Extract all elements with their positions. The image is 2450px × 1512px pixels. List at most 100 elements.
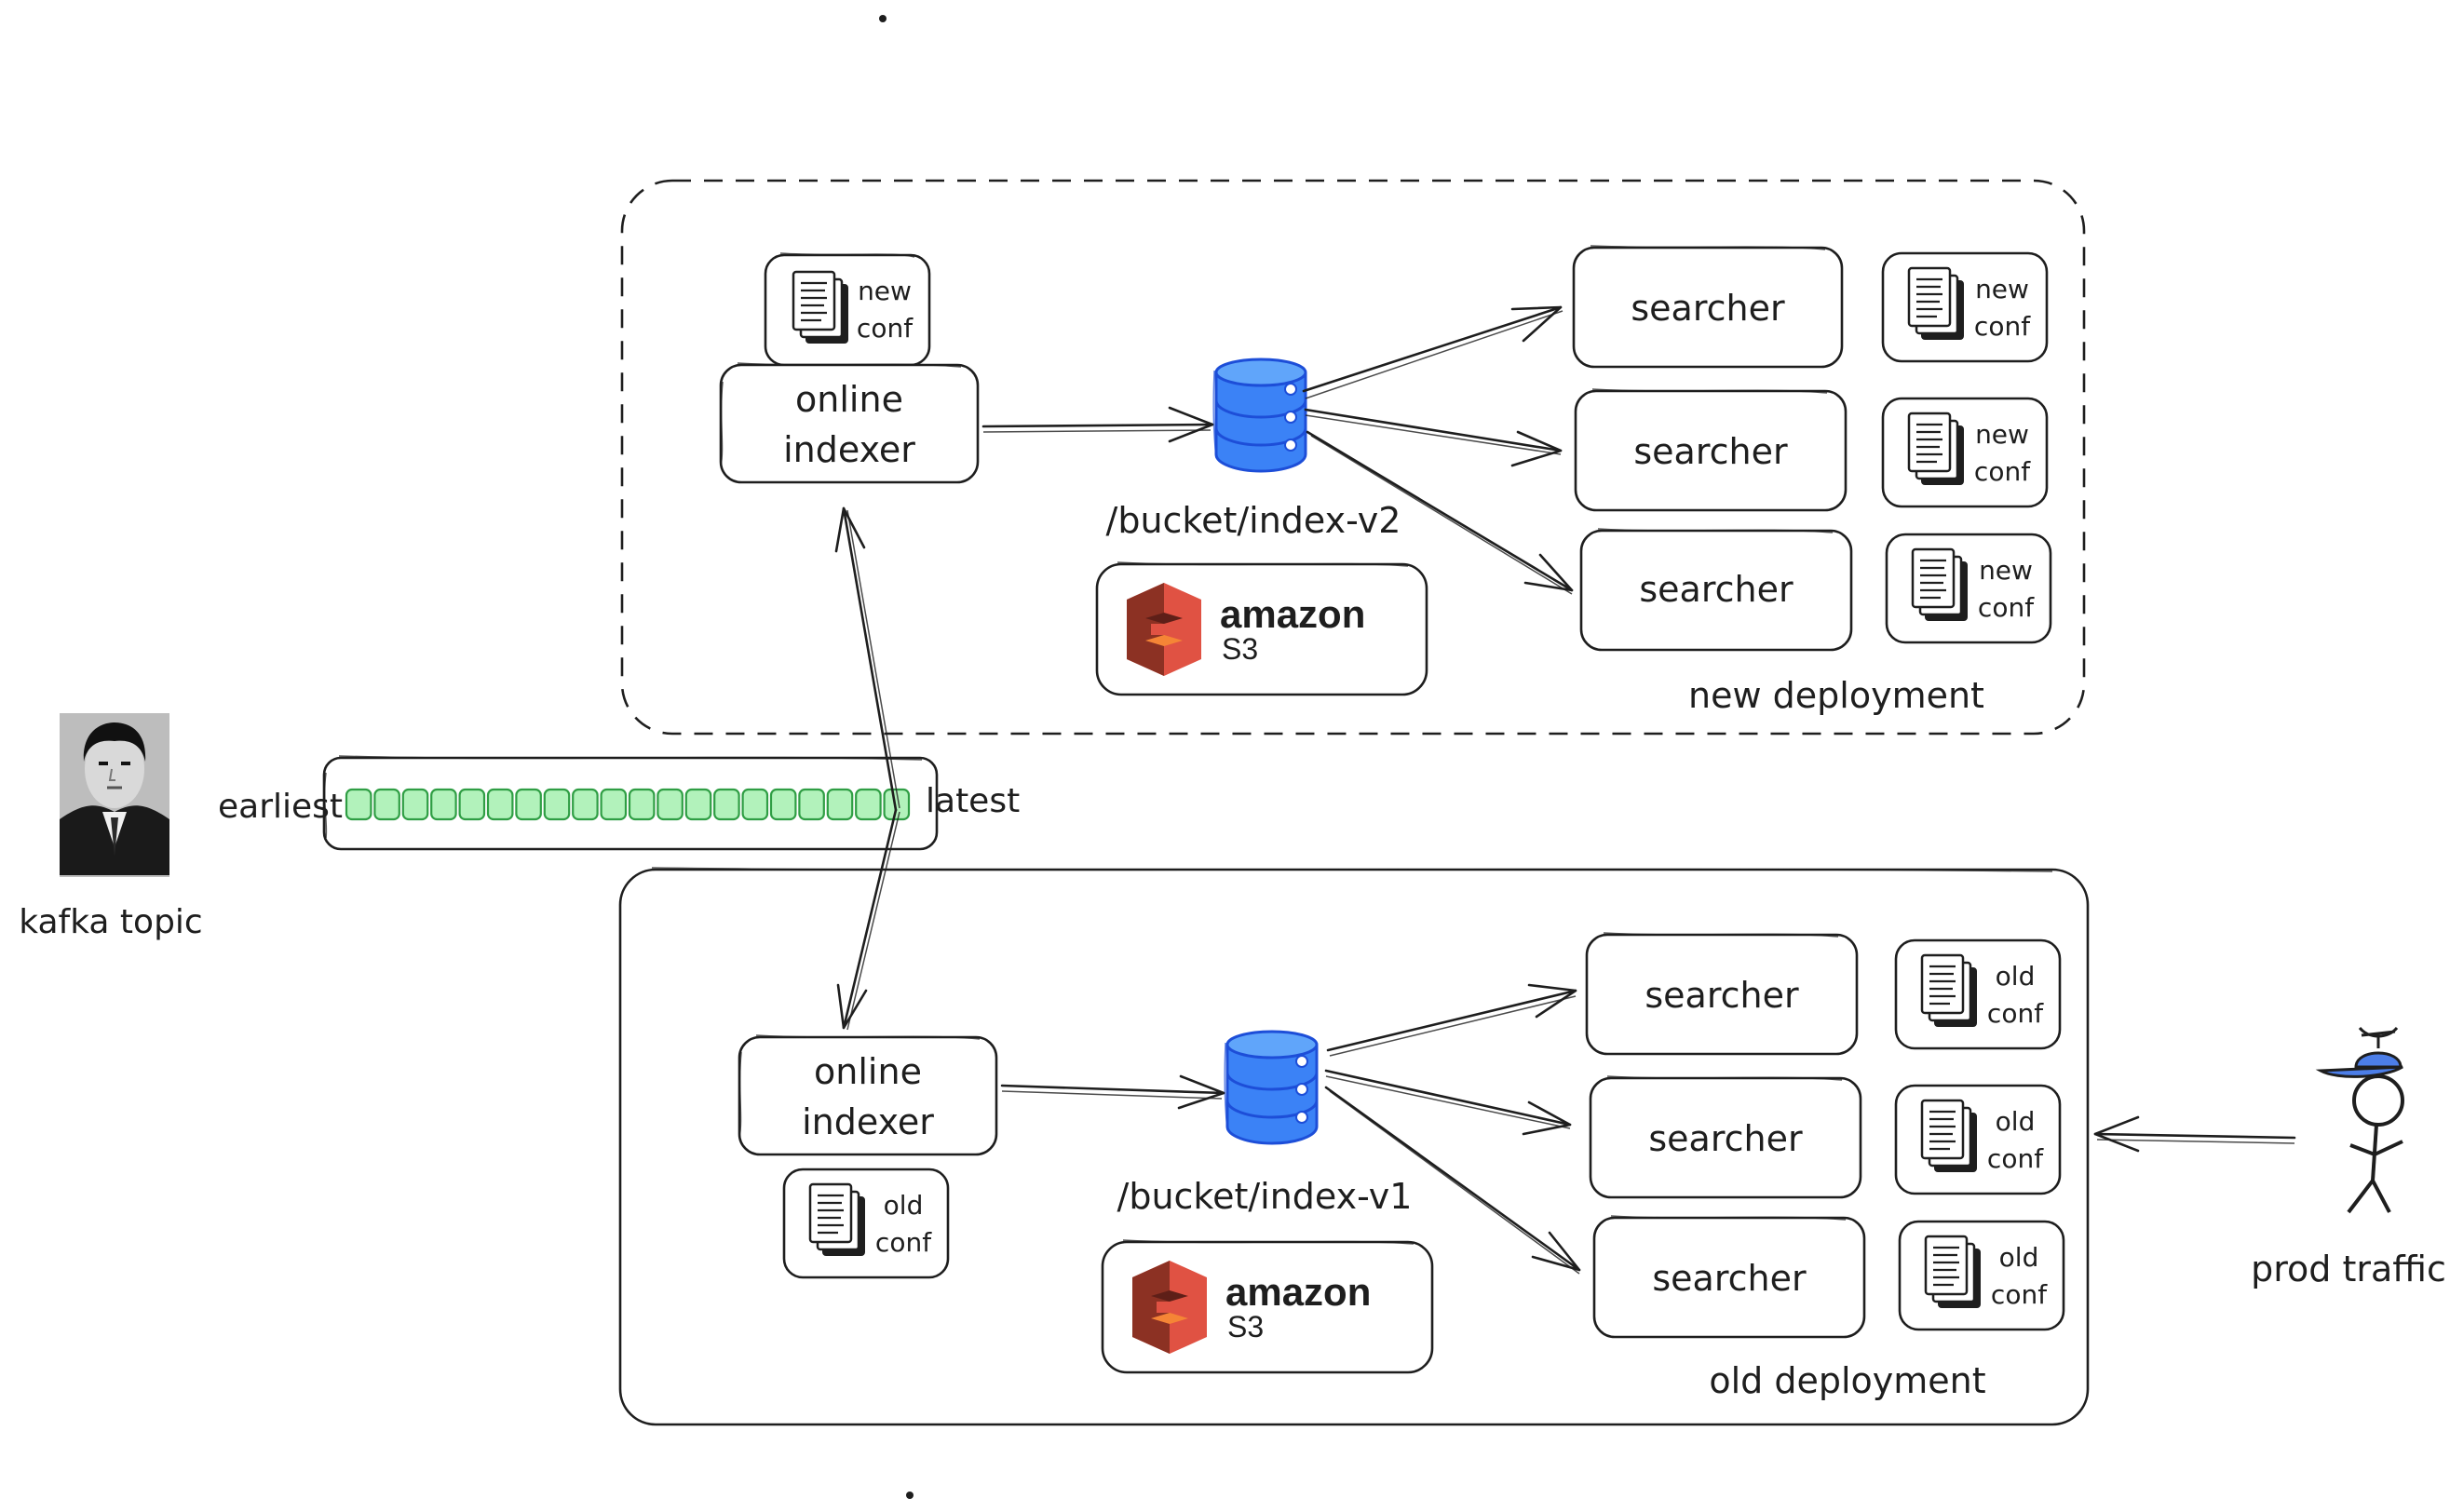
- svg-text:conf: conf: [875, 1227, 932, 1258]
- kafka-topic-group: kafka topic earliest latest: [19, 506, 1020, 1031]
- svg-text:searcher: searcher: [1631, 288, 1785, 329]
- prod-traffic-label: prod traffic: [2251, 1249, 2446, 1289]
- old-searcher-3: searcher: [1592, 1215, 1866, 1339]
- document-stack-icon: [1920, 953, 1978, 1028]
- kafka-message-6: [486, 788, 514, 821]
- document-stack-icon: [1907, 266, 1965, 341]
- svg-text:searcher: searcher: [1645, 975, 1799, 1016]
- new-bucket-to-searcher-3-arrow: [1306, 430, 1574, 595]
- kafka-messages: [345, 788, 911, 821]
- new-searcher-1: searcher: [1572, 245, 1844, 369]
- old-searcher-2-conf: old conf: [1894, 1084, 2062, 1195]
- new-searcher-3: searcher: [1579, 528, 1853, 652]
- document-stack-icon: [808, 1182, 866, 1257]
- svg-text:searcher: searcher: [1648, 1118, 1803, 1159]
- kafka-message-14: [713, 788, 740, 821]
- amazon-s3-logo: [1127, 583, 1201, 676]
- old-deployment-group: old deployment online indexer old conf /…: [618, 867, 2090, 1426]
- decor-dot-top: [879, 15, 887, 22]
- old-online-indexer: online indexer: [738, 1034, 998, 1156]
- svg-text:old: old: [1999, 1242, 2039, 1273]
- kafka-to-old-indexer-arrow: [836, 808, 900, 1031]
- prod-traffic-arrow: [2093, 1115, 2296, 1153]
- new-indexer-conf: new conf: [764, 252, 931, 367]
- new-deployment-group: new deployment new conf online indexer /…: [620, 179, 2086, 736]
- kafka-message-1: [345, 788, 372, 821]
- kafka-message-4: [430, 788, 457, 821]
- kafka-message-8: [543, 788, 571, 821]
- svg-text:S3: S3: [1227, 1310, 1264, 1343]
- svg-text:indexer: indexer: [802, 1101, 934, 1142]
- kafka-message-18: [826, 788, 854, 821]
- old-bucket-to-searcher-1-arrow: [1326, 983, 1577, 1057]
- kafka-message-3: [401, 788, 429, 821]
- svg-text:indexer: indexer: [783, 429, 915, 470]
- svg-text:searcher: searcher: [1639, 569, 1794, 610]
- svg-text:old: old: [884, 1190, 924, 1221]
- kafka-message-15: [741, 788, 769, 821]
- new-bucket-database-icon: [1211, 358, 1307, 473]
- old-amazon-s3-logo: amazon S3: [1101, 1239, 1434, 1374]
- kafka-message-5: [458, 788, 486, 821]
- old-deployment-label: old deployment: [1709, 1360, 1985, 1401]
- old-searcher-3-conf: old conf: [1898, 1220, 2065, 1331]
- svg-text:new: new: [858, 276, 912, 306]
- queue-latest-label: latest: [926, 782, 1020, 820]
- svg-text:old: old: [1996, 1106, 2036, 1137]
- old-bucket-database-icon: [1223, 1030, 1319, 1145]
- old-searcher-2: searcher: [1589, 1075, 1862, 1199]
- svg-text:conf: conf: [1987, 1143, 2044, 1174]
- kafka-message-12: [656, 788, 684, 821]
- new-searcher-2-conf: new conf: [1881, 397, 2049, 508]
- new-searcher-2: searcher: [1574, 388, 1848, 512]
- document-stack-icon: [1907, 412, 1965, 486]
- svg-text:amazon: amazon: [1225, 1270, 1371, 1314]
- svg-text:new: new: [1975, 274, 2029, 304]
- old-indexer-to-bucket-arrow: [1000, 1074, 1225, 1110]
- old-indexer-conf: old conf: [782, 1168, 950, 1279]
- amazon-s3-logo: [1132, 1261, 1207, 1354]
- portrait-photo-icon: [60, 713, 169, 877]
- stick-figure-icon: [2315, 1026, 2404, 1214]
- kafka-topic-label: kafka topic: [19, 903, 202, 941]
- queue-earliest-label: earliest: [218, 788, 343, 826]
- document-stack-icon: [1924, 1235, 1982, 1309]
- new-bucket-to-searcher-1-arrow: [1302, 305, 1563, 399]
- new-indexer-to-bucket-arrow: [981, 406, 1214, 443]
- kafka-message-11: [628, 788, 656, 821]
- svg-text:conf: conf: [857, 313, 914, 344]
- old-bucket-to-searcher-3-arrow: [1324, 1086, 1581, 1275]
- svg-text:amazon: amazon: [1220, 592, 1365, 636]
- new-deployment-boundary: [620, 179, 2086, 736]
- document-stack-icon: [1911, 547, 1969, 622]
- new-bucket-path: /bucket/index-v2: [1106, 500, 1401, 541]
- prod-traffic-group: prod traffic: [2093, 1026, 2446, 1289]
- old-bucket-to-searcher-2-arrow: [1324, 1069, 1572, 1136]
- new-searcher-1-conf: new conf: [1881, 251, 2049, 363]
- svg-text:new: new: [1975, 419, 2029, 450]
- kafka-message-9: [572, 788, 599, 821]
- svg-text:conf: conf: [1978, 592, 2035, 623]
- svg-text:new: new: [1979, 555, 2033, 586]
- svg-text:online: online: [814, 1051, 922, 1092]
- old-searcher-1-conf: old conf: [1894, 938, 2062, 1050]
- svg-text:searcher: searcher: [1633, 431, 1788, 472]
- svg-text:conf: conf: [1991, 1279, 2048, 1310]
- new-online-indexer: online indexer: [719, 362, 980, 484]
- new-searcher-3-conf: new conf: [1885, 533, 2052, 644]
- svg-text:searcher: searcher: [1652, 1258, 1807, 1299]
- new-amazon-s3-logo: amazon S3: [1095, 561, 1428, 696]
- decor-dot-bottom: [906, 1492, 914, 1499]
- svg-text:conf: conf: [1974, 311, 2031, 342]
- kafka-message-10: [600, 788, 628, 821]
- old-bucket-path: /bucket/index-v1: [1117, 1176, 1413, 1217]
- new-deployment-label: new deployment: [1688, 675, 1984, 716]
- document-stack-icon: [1920, 1099, 1978, 1173]
- svg-text:S3: S3: [1222, 632, 1258, 666]
- svg-text:old: old: [1996, 961, 2036, 992]
- kafka-message-2: [373, 788, 400, 821]
- svg-text:online: online: [795, 379, 903, 420]
- new-bucket-to-searcher-2-arrow: [1304, 408, 1563, 467]
- old-searcher-1: searcher: [1585, 932, 1859, 1056]
